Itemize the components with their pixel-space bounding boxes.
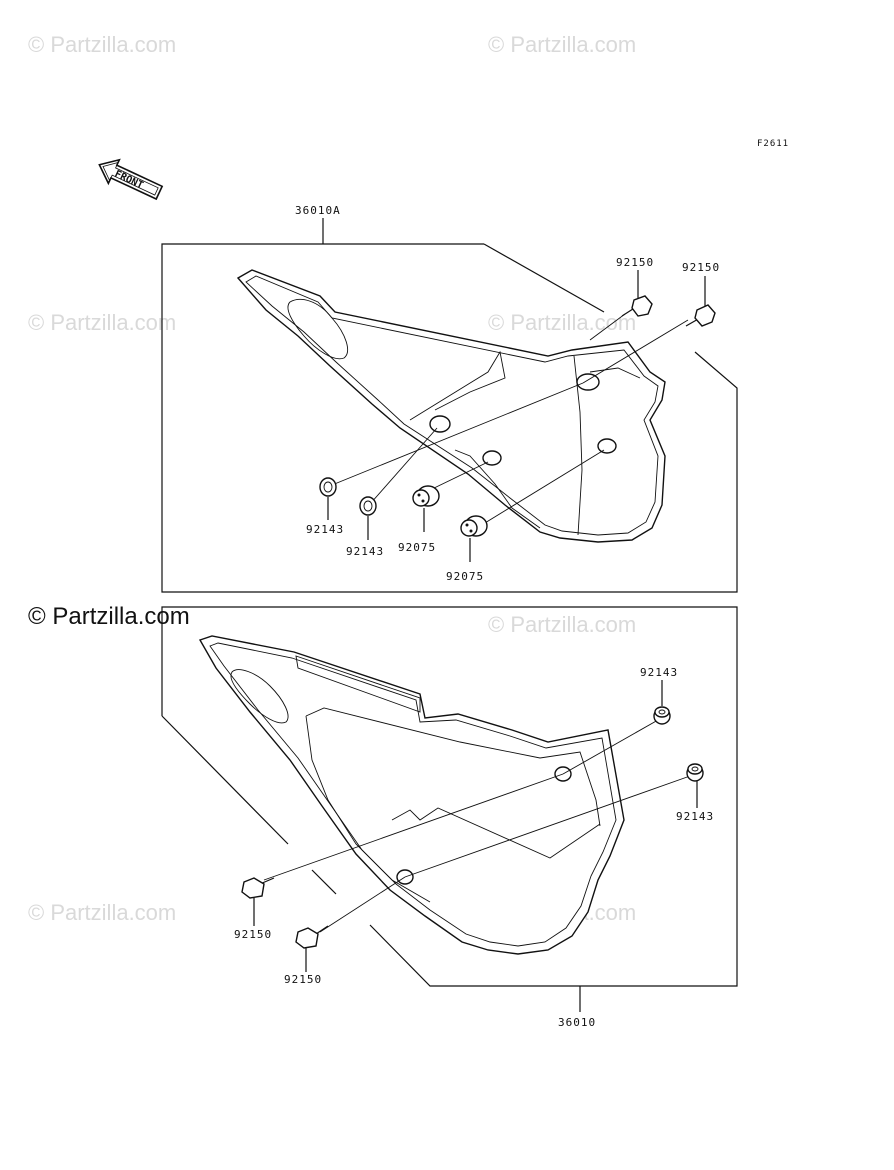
lower-align-3 — [404, 775, 691, 878]
bolt-92150-upper-right — [685, 276, 716, 327]
washer-92143-lower-right — [686, 763, 704, 808]
lower-align-2 — [263, 773, 564, 881]
figure-code: F2611 — [757, 139, 789, 149]
upper-frame — [161, 243, 738, 593]
washer-92143-lower-top — [653, 680, 671, 725]
lower-frame-diag-a — [161, 715, 289, 845]
part-label-bolt-upper-right[interactable]: 92150 — [682, 261, 720, 274]
part-label-bolt-lower-b[interactable]: 92150 — [284, 973, 322, 986]
upper-assembly-label: 36010A — [295, 204, 341, 217]
watermark-group: © Partzilla.com © Partzilla.com © Partzi… — [28, 32, 636, 925]
part-label-bolt-upper-left[interactable]: 92150 — [616, 256, 654, 269]
part-label-washer-lower-right[interactable]: 92143 — [676, 810, 714, 823]
lower-align-1 — [562, 719, 659, 775]
upper-align-1b — [582, 319, 689, 384]
upper-align-1 — [331, 382, 584, 486]
upper-align-5 — [589, 313, 626, 341]
bolt-92150-lower-a — [241, 877, 275, 926]
part-label-bolt-lower-a[interactable]: 92150 — [234, 928, 272, 941]
lower-align-4 — [319, 876, 406, 933]
upper-frame-diag — [483, 243, 605, 313]
washer-92143-upper-b — [359, 496, 377, 540]
part-label-washer-upper-b[interactable]: 92143 — [346, 545, 384, 558]
upper-align-3 — [429, 461, 489, 491]
upper-align-2 — [369, 427, 438, 505]
washer-92143-upper-a — [319, 477, 337, 520]
upper-panel: 36010A 92150 — [161, 204, 738, 593]
bolt-92150-upper-left — [621, 270, 653, 317]
side-cover-upper — [236, 269, 666, 543]
lower-assembly-label: 36010 — [558, 1016, 596, 1029]
side-cover-lower — [198, 635, 625, 955]
upper-align-4 — [479, 449, 605, 527]
lower-frame-diag-b — [311, 869, 337, 895]
lower-panel: 36010 92143 — [161, 606, 738, 1029]
grommet-92075-upper-b — [460, 515, 488, 562]
grommet-92075-upper-a — [412, 485, 440, 532]
watermark-2: © Partzilla.com — [488, 32, 636, 57]
watermark-1: © Partzilla.com — [28, 32, 176, 57]
front-arrow-icon: FRONT — [98, 158, 164, 201]
watermark-3: © Partzilla.com — [28, 310, 176, 335]
watermark-5: © Partzilla.com — [488, 612, 636, 637]
part-label-grommet-upper-a[interactable]: 92075 — [398, 541, 436, 554]
bolt-92150-lower-b — [295, 925, 329, 972]
part-label-grommet-upper-b[interactable]: 92075 — [446, 570, 484, 583]
part-label-washer-lower-top[interactable]: 92143 — [640, 666, 678, 679]
watermark-4: © Partzilla.com — [488, 310, 636, 335]
lower-frame — [161, 606, 738, 987]
part-label-washer-upper-a[interactable]: 92143 — [306, 523, 344, 536]
watermark-6: © Partzilla.com — [28, 900, 176, 925]
